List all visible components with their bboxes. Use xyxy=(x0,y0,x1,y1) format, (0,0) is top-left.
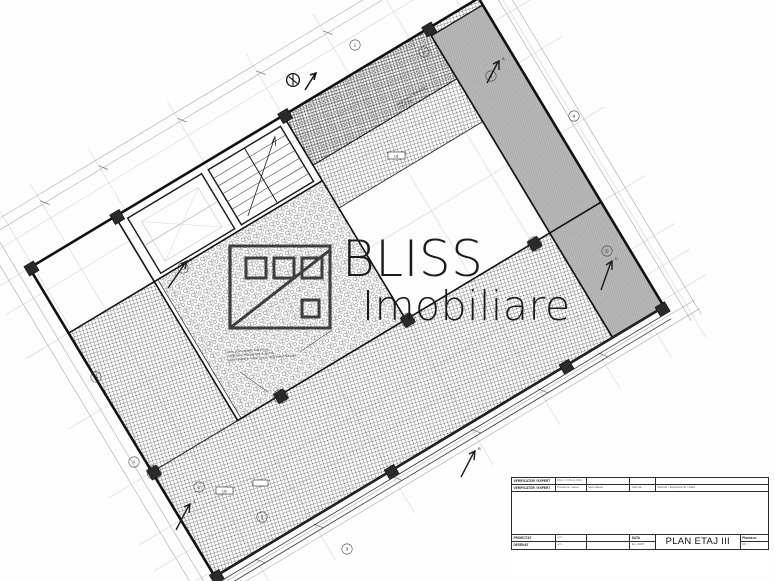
desenat-value: arh. ... xyxy=(554,541,587,550)
date-label: DATA xyxy=(629,533,656,543)
titleblock-cell-blank xyxy=(629,477,656,485)
svg-text:A: A xyxy=(193,499,196,504)
desenat-signature xyxy=(585,541,631,550)
svg-text:3: 3 xyxy=(346,547,349,552)
svg-text:D: D xyxy=(605,249,608,254)
sheet-number-label: Plansa nr. xyxy=(739,533,770,543)
section-marker-labels: C C B A A xyxy=(189,56,618,504)
section-markers xyxy=(167,59,613,531)
titleblock-cell-blank xyxy=(654,477,770,485)
svg-text:1: 1 xyxy=(198,485,201,490)
svg-text:A: A xyxy=(502,56,505,61)
date-value: Iun. 2007 xyxy=(629,541,656,550)
title-block: VERIFICATOR / EXPERT REG. Ordinul ARH VE… xyxy=(511,477,770,577)
titleblock-row-proiectat: PROIECTAT arh. ... DATA PLAN ETAJ III Pl… xyxy=(511,533,770,550)
expert-label: VERIFICATOR / EXPERT xyxy=(511,484,556,492)
titleblock-row-desenat: DESENAT arh. ... Iun. 2007 03 xyxy=(511,541,770,550)
proiectat-value: arh. ... xyxy=(554,533,587,543)
dimension-lines xyxy=(0,0,702,581)
svg-text:U2: U2 xyxy=(222,489,227,493)
titleblock-cell-blank xyxy=(585,477,631,485)
titleblock-row-verificator-head: VERIFICATOR / EXPERT REG. Ordinul ARH xyxy=(511,477,770,485)
verificator-reg: REG. Ordinul ARH xyxy=(554,477,587,485)
svg-text:4: 4 xyxy=(573,114,576,119)
svg-text:B: B xyxy=(95,375,98,380)
svg-text:1: 1 xyxy=(354,43,357,48)
opening-tags: U1 U2 xyxy=(215,151,406,495)
expert-name: Prenume, nume xyxy=(554,484,587,492)
svg-text:C: C xyxy=(181,266,184,271)
room-centrala-termica xyxy=(127,173,236,274)
titleblock-company-area xyxy=(511,491,769,535)
svg-text:2: 2 xyxy=(261,515,264,520)
staircase xyxy=(207,125,315,226)
svg-text:A: A xyxy=(133,460,136,465)
svg-text:U1: U1 xyxy=(394,154,399,158)
note-leader xyxy=(239,329,333,393)
expert-referat: Referat / Expertiza Nr./ Data xyxy=(654,484,770,492)
sheet-title: PLAN ETAJ III xyxy=(654,534,741,550)
proiectat-signature xyxy=(585,533,631,543)
titleblock-row-logo-area xyxy=(511,491,769,535)
north-arrow-icon xyxy=(285,71,318,91)
parapet-rail xyxy=(214,306,672,581)
expert-cerinta: Cerinta xyxy=(629,484,656,492)
svg-text:2: 2 xyxy=(423,50,426,55)
svg-text:C: C xyxy=(189,257,192,262)
titleblock-row-verificator: VERIFICATOR / EXPERT Prenume, nume Semna… xyxy=(511,484,770,492)
proiectat-label: PROIECTAT xyxy=(511,533,556,543)
desenat-label: DESENAT xyxy=(511,541,556,550)
sheet-number-value: 03 xyxy=(739,541,770,550)
svg-text:C: C xyxy=(615,256,618,261)
svg-text:B: B xyxy=(478,446,481,451)
verificator-label: VERIFICATOR / EXPERT xyxy=(511,477,556,485)
expert-signature: Semnatura xyxy=(585,484,631,492)
